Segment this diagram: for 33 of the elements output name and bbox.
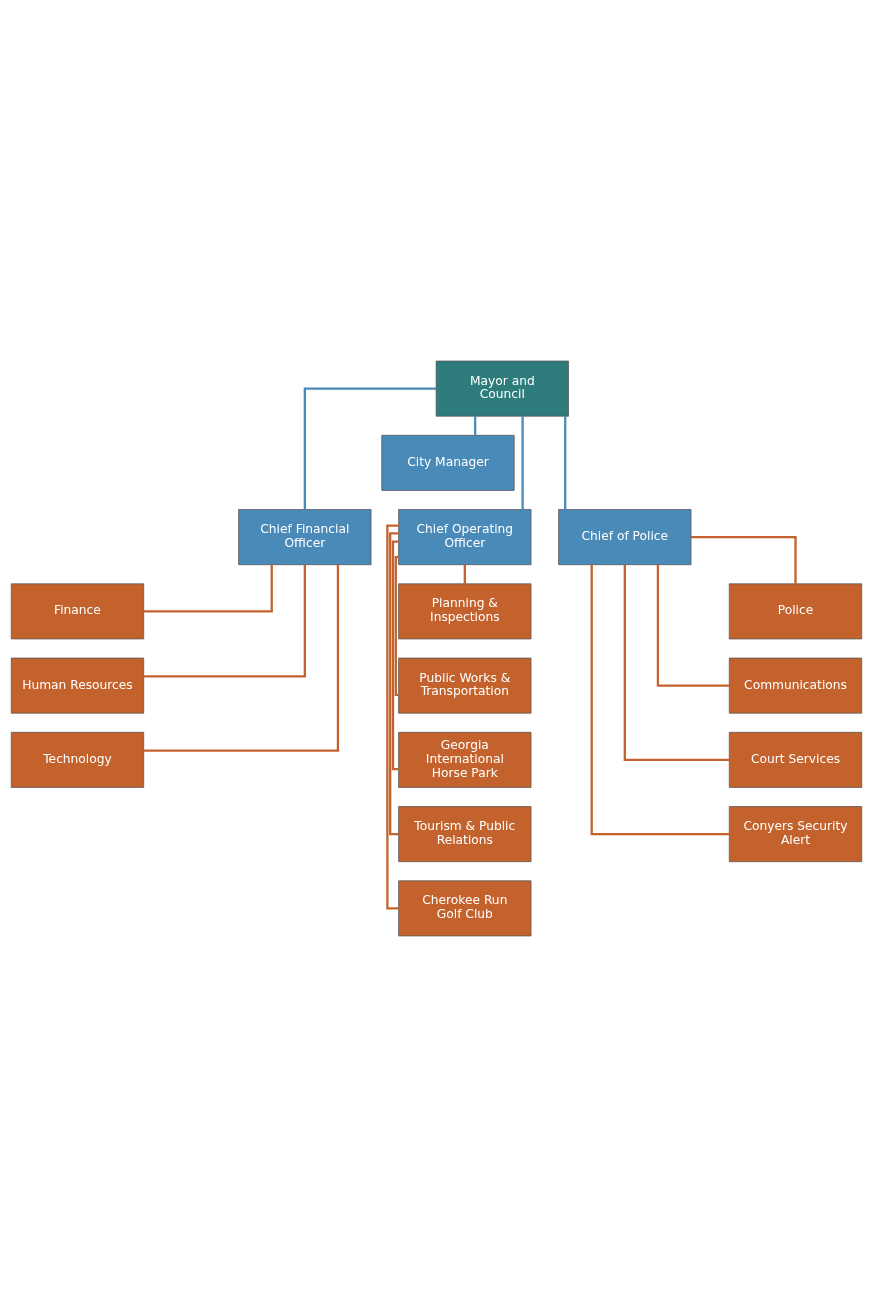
connector xyxy=(394,555,399,696)
connector xyxy=(389,532,399,836)
connector xyxy=(386,524,399,910)
connector xyxy=(143,564,273,613)
node-box: Police xyxy=(728,583,863,640)
connector xyxy=(564,416,567,510)
connector xyxy=(143,565,306,678)
connector xyxy=(474,416,477,436)
node-box: Planning & Inspections xyxy=(398,583,532,640)
connector xyxy=(656,564,730,687)
connector xyxy=(391,540,399,771)
connector xyxy=(303,387,436,510)
node-box: Technology xyxy=(10,731,145,788)
node-box: Human Resources xyxy=(10,657,145,714)
node-box: Chief of Police xyxy=(558,509,692,566)
node-box: Communications xyxy=(728,657,863,714)
connector xyxy=(590,564,730,836)
node-box: Finance xyxy=(10,583,145,640)
connector xyxy=(143,564,340,752)
node-box: Mayor and Council xyxy=(435,360,569,417)
connector xyxy=(691,535,797,584)
node-box: Tourism & Public Relations xyxy=(398,806,532,863)
node-box: Court Services xyxy=(728,731,863,788)
node-box: City Manager xyxy=(381,434,515,491)
node-box: Cherokee Run Golf Club xyxy=(398,880,532,937)
node-box: Public Works & Transportation xyxy=(398,657,532,714)
node-box: Georgia International Horse Park xyxy=(398,731,532,788)
node-box: Conyers Security Alert xyxy=(728,806,863,863)
connector xyxy=(521,416,524,510)
node-box: Chief Financial Officer xyxy=(238,509,372,566)
connector xyxy=(463,564,466,584)
connector xyxy=(623,564,730,762)
node-box: Chief Operating Officer xyxy=(398,509,532,566)
